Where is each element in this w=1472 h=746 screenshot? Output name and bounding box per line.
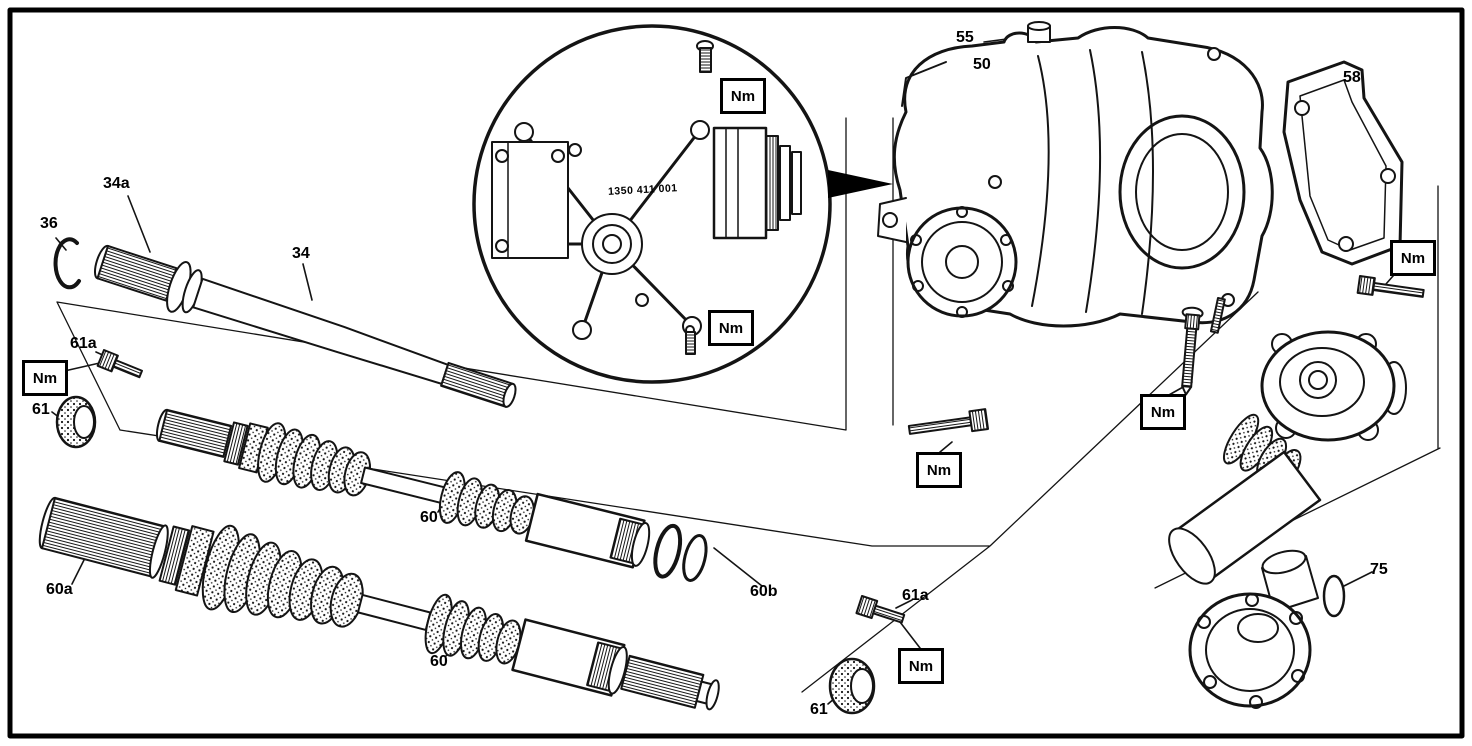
pinion-shaft-34-drawing: [93, 244, 517, 408]
seal-ring-60b-drawing: [653, 523, 683, 579]
upper-axle-shaft-60-drawing: [155, 408, 708, 582]
part-label-55: 55: [956, 29, 974, 46]
detail-pointer-arrow: [828, 170, 893, 198]
part-label-61-upper: 61: [32, 401, 50, 418]
torque-callout-nm: Nm: [720, 78, 766, 114]
detail-bottom-stud-drawing: [685, 325, 696, 355]
torque-callout-nm: Nm: [916, 452, 962, 488]
torque-callout-nm: Nm: [1390, 240, 1436, 276]
torque-callout-nm: Nm: [22, 360, 68, 396]
part-label-61-lower: 61: [810, 701, 828, 718]
bolt-61a-lower-drawing: [855, 595, 906, 624]
differential-housing-drawing: [877, 21, 1274, 328]
detail-top-bolt-drawing: [696, 40, 714, 73]
part-label-60-upper: 60: [420, 509, 438, 526]
part-label-58: 58: [1343, 69, 1361, 86]
rear-cover-58-drawing: [1282, 60, 1404, 266]
lower-axle-shaft-60-drawing: [38, 496, 720, 711]
carrier-bolt-drawing: [907, 408, 990, 435]
part-label-60-lower: 60: [430, 653, 448, 670]
part-label-50: 50: [973, 56, 991, 73]
snap-ring-36-drawing: [53, 237, 81, 290]
cap-61-lower-drawing: [828, 657, 876, 715]
part-label-34: 34: [292, 245, 310, 262]
torque-callout-nm: Nm: [708, 310, 754, 346]
part-label-34a: 34a: [103, 175, 130, 192]
torque-callout-nm: Nm: [898, 648, 944, 684]
companion-flange-75-drawing: [1188, 549, 1346, 709]
part-label-61a-upper: 61a: [70, 335, 97, 352]
cover-bolt-drawing: [1356, 275, 1425, 298]
part-label-61a-lower: 61a: [902, 587, 929, 604]
flange-coupling-drawing: [1168, 330, 1407, 585]
breather-plug-55-drawing: [1027, 21, 1051, 43]
long-bolt-drawing: [1181, 297, 1226, 396]
torque-callout-nm: Nm: [1140, 394, 1186, 430]
bolt-61a-upper-drawing: [96, 349, 143, 379]
part-label-60b: 60b: [750, 583, 778, 600]
part-label-60a: 60a: [46, 581, 73, 598]
part-label-36: 36: [40, 215, 58, 232]
detail-circle-drawing: [472, 24, 832, 384]
cap-61-upper-drawing: [55, 395, 97, 449]
part-label-75: 75: [1370, 561, 1388, 578]
